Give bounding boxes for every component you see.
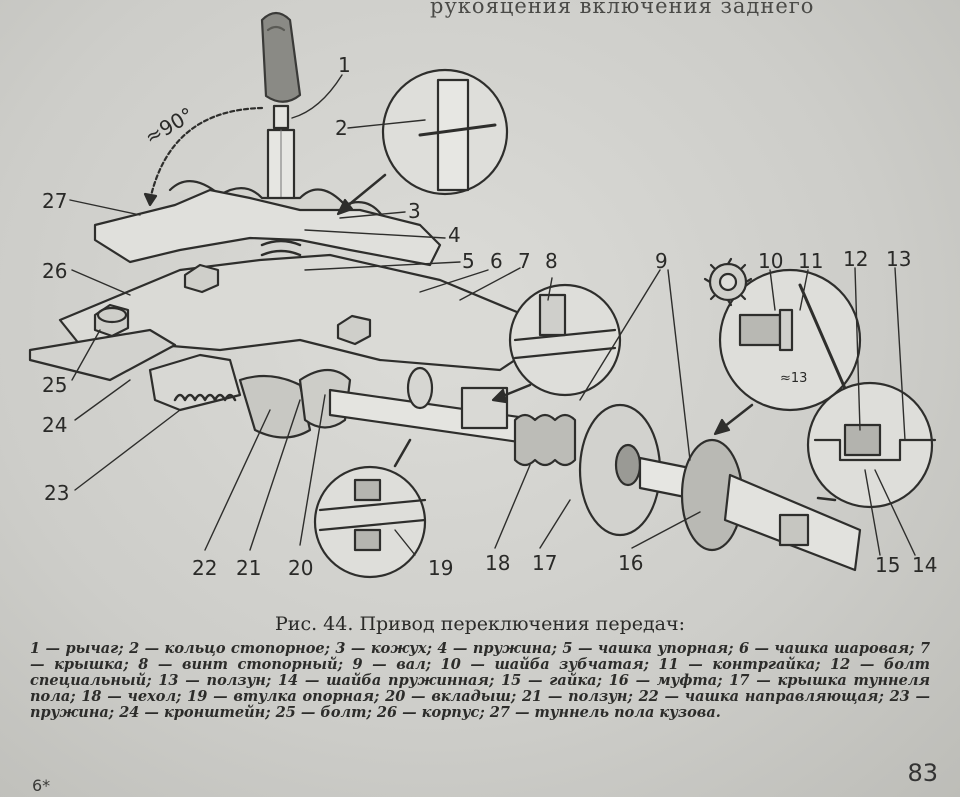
header-fragment: рукояцения включения заднего bbox=[430, 0, 815, 18]
label-1: 1 bbox=[338, 53, 351, 77]
legend-item: 20 — вкладыш; bbox=[385, 688, 522, 705]
bracket bbox=[148, 353, 242, 412]
label-20: 20 bbox=[288, 556, 313, 580]
leader-lines bbox=[69, 74, 916, 556]
detail-circle-19 bbox=[313, 438, 427, 579]
figure-caption: Рис. 44. Привод переключения передач: bbox=[275, 613, 685, 635]
legend-item: 27 — туннель пола кузова. bbox=[489, 704, 721, 721]
label-19: 19 bbox=[428, 556, 453, 580]
bolt-25 bbox=[93, 303, 130, 338]
label-6: 6 bbox=[490, 249, 503, 273]
label-4: 4 bbox=[448, 223, 461, 247]
guide-cup bbox=[238, 374, 312, 439]
legend-item: 4 — пружина; bbox=[437, 640, 563, 657]
label-25: 25 bbox=[42, 373, 67, 397]
label-23: 23 bbox=[44, 481, 69, 505]
detail-circle-8 bbox=[491, 283, 622, 404]
boot-18 bbox=[513, 413, 577, 467]
legend-item: 3 — кожух; bbox=[335, 640, 438, 657]
legend-item: 9 — вал; bbox=[352, 656, 441, 673]
page-signature: 6* bbox=[32, 776, 51, 795]
label-22: 22 bbox=[192, 556, 217, 580]
gearshift-drive-figure: ≈90° ≈13 1 2 3 4 5 6 7 8 9 10 11 12 13 1… bbox=[28, 11, 937, 580]
label-21: 21 bbox=[236, 556, 261, 580]
label-10: 10 bbox=[758, 249, 783, 273]
legend-item: 26 — корпус; bbox=[376, 704, 490, 721]
toothed-washer-10 bbox=[703, 257, 753, 307]
legend-item: 15 — гайка; bbox=[501, 672, 609, 689]
legend-item: 1 — рычаг; bbox=[30, 640, 130, 657]
legend-item: 24 — кронштейн; bbox=[119, 704, 276, 721]
label-15: 15 bbox=[875, 553, 900, 577]
label-3: 3 bbox=[408, 199, 421, 223]
label-12: 12 bbox=[843, 247, 868, 271]
legend-item: 10 — шайба зубчатая; bbox=[440, 656, 659, 673]
legend-item: 18 — чехол; bbox=[81, 688, 188, 705]
legend-item: 2 — кольцо стопорное; bbox=[129, 640, 336, 657]
shaft bbox=[328, 366, 542, 447]
legend-item: 25 — болт; bbox=[275, 704, 377, 721]
label-11: 11 bbox=[798, 249, 823, 273]
label-18: 18 bbox=[485, 551, 510, 575]
page-number: 83 bbox=[907, 759, 938, 787]
bolt-right bbox=[336, 314, 372, 346]
detail-circle-11 bbox=[713, 268, 862, 436]
floor-tunnel bbox=[93, 188, 442, 267]
legend-item: 5 — чашка упорная; bbox=[562, 640, 739, 657]
angle-label: ≈90° bbox=[141, 102, 198, 149]
label-16: 16 bbox=[618, 551, 643, 575]
legend-item: 12 — болт специальный; bbox=[30, 656, 930, 689]
legend-item: 17 — крышка туннеля пола; bbox=[30, 672, 931, 705]
legend-item: 7 — крышка; bbox=[30, 640, 931, 673]
legend-item: 23 — пружина; bbox=[30, 688, 931, 721]
legend-item: 19 — втулка опорная; bbox=[187, 688, 386, 705]
label-5: 5 bbox=[462, 249, 475, 273]
label-14: 14 bbox=[912, 553, 937, 577]
label-27: 27 bbox=[42, 189, 67, 213]
label-26: 26 bbox=[42, 259, 67, 283]
angle-arc bbox=[148, 106, 264, 202]
lever-shaft bbox=[266, 104, 296, 212]
detail-circle-13 bbox=[806, 381, 937, 509]
legend-item: 22 — чашка направляющая; bbox=[638, 688, 890, 705]
lever-knob bbox=[260, 11, 302, 103]
label-7: 7 bbox=[518, 249, 531, 273]
legend-item: 13 — ползун; bbox=[158, 672, 278, 689]
legend-item: 21 — ползун; bbox=[521, 688, 639, 705]
label-17: 17 bbox=[532, 551, 557, 575]
legend-item: 6 — чашка шаровая; bbox=[738, 640, 920, 657]
legend-item: 14 — шайба пружинная; bbox=[277, 672, 502, 689]
label-24: 24 bbox=[42, 413, 67, 437]
label-9: 9 bbox=[655, 249, 668, 273]
label-13: 13 bbox=[886, 247, 911, 271]
label-8: 8 bbox=[545, 249, 558, 273]
legend-item: 16 — муфта; bbox=[608, 672, 730, 689]
label-2: 2 bbox=[335, 116, 348, 140]
dimension-label: ≈13 bbox=[780, 371, 807, 386]
parts-legend: 1 — рычаг; 2 — кольцо стопорное; 3 — кож… bbox=[30, 641, 930, 721]
detail-circle-2 bbox=[336, 68, 509, 216]
legend-item: 11 — контргайка; bbox=[658, 656, 831, 673]
legend-item: 8 — винт стопорный; bbox=[138, 656, 353, 673]
bolt-top bbox=[183, 263, 220, 294]
spring-23 bbox=[173, 393, 237, 402]
